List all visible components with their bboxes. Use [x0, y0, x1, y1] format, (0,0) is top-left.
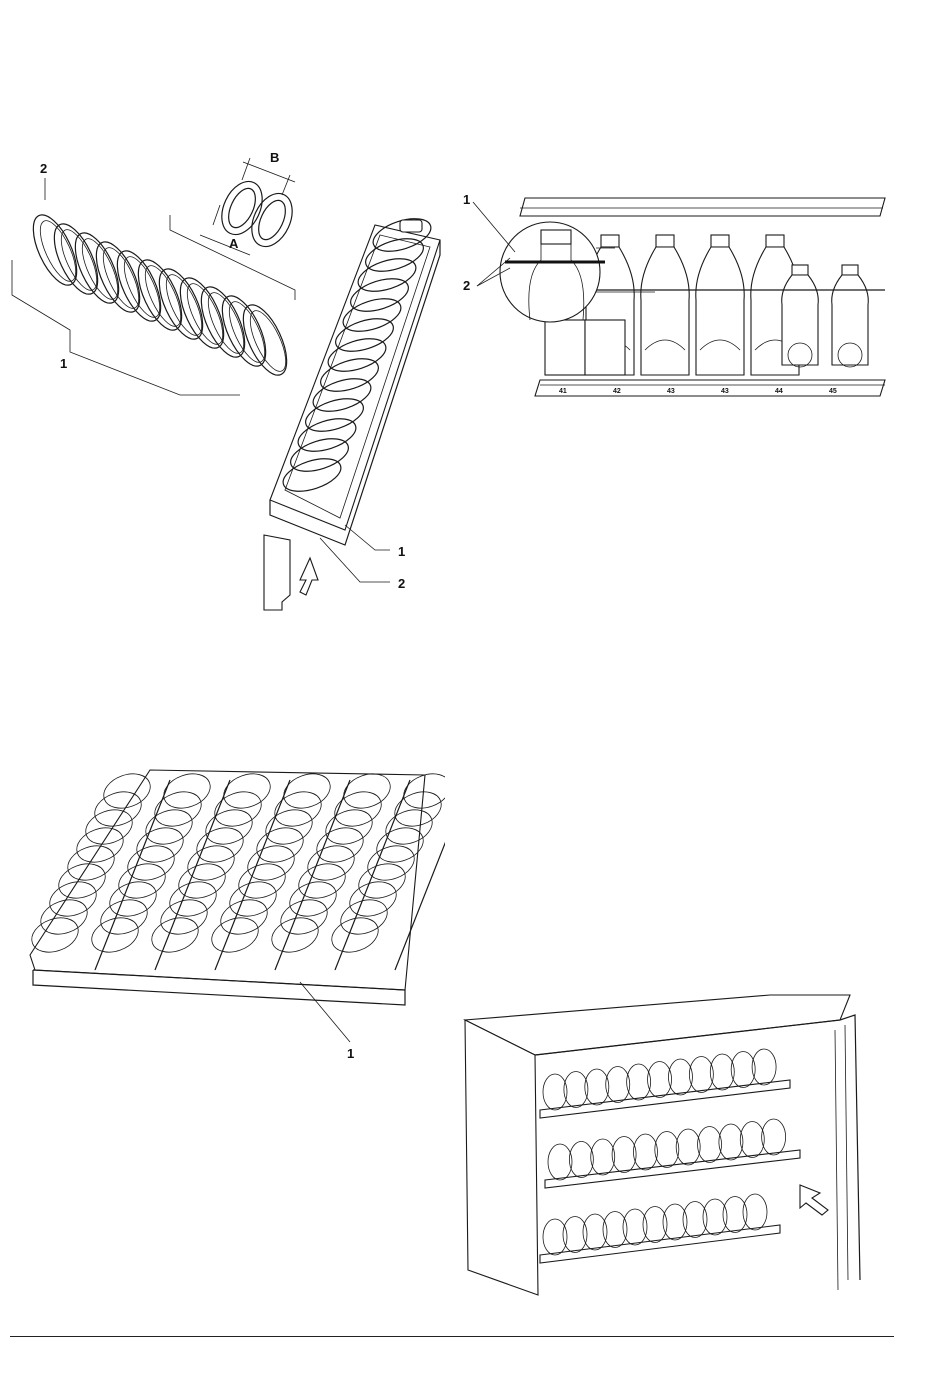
shelf	[540, 1194, 780, 1263]
label-tray-2: 2	[398, 576, 405, 591]
figure-bottle-shelf: 1 2 41 42 43 43 44 45	[455, 180, 895, 410]
pull-arrow	[800, 1185, 828, 1215]
label-spring-2: 2	[40, 161, 47, 176]
selection-42: 42	[613, 388, 621, 395]
label-tray-1: 1	[398, 544, 405, 559]
shelf	[540, 1049, 790, 1118]
bottle	[641, 235, 689, 375]
selection-43a: 43	[667, 388, 675, 395]
selection-45: 45	[829, 388, 837, 395]
small-bottle	[832, 265, 869, 367]
figure-channel-tray: 1	[25, 760, 445, 1070]
bottle-shelf-drawing: 1 2 41 42 43 43 44 45	[455, 180, 895, 410]
selection-43b: 43	[721, 388, 729, 395]
top-rail	[520, 198, 885, 216]
selection-44: 44	[775, 388, 783, 395]
leader-1	[300, 982, 350, 1042]
magnified-cap	[541, 230, 571, 244]
base-bracket-line	[12, 260, 240, 395]
leader-1	[473, 202, 515, 252]
label-callout-1: 1	[347, 1046, 354, 1061]
cabinet-shelves-drawing	[460, 990, 880, 1300]
cabinet-side	[465, 1020, 538, 1295]
channel-tray-drawing: 1	[25, 760, 445, 1070]
label-base-1: 1	[60, 356, 67, 371]
label-dim-a: A	[229, 236, 239, 251]
leader-tray-1	[345, 525, 390, 550]
insert-arrow	[300, 558, 318, 595]
spring-section-detail	[200, 158, 300, 255]
shelf	[545, 1119, 800, 1188]
leader-tray-2	[320, 538, 390, 582]
selection-41: 41	[559, 388, 567, 395]
label-dim-b: B	[270, 150, 279, 165]
bottle	[696, 235, 744, 375]
spiral-tray-drawing: 2 1 A B 1 2	[0, 140, 450, 630]
spiral-tray	[264, 212, 440, 610]
label-callout-1: 1	[463, 192, 470, 207]
upper-bracket-line	[170, 215, 295, 300]
figure-cabinet-shelves	[460, 990, 880, 1300]
figure-spiral-tray: 2 1 A B 1 2	[0, 140, 450, 630]
footer-rule	[10, 1336, 894, 1337]
label-callout-2: 2	[463, 278, 470, 293]
